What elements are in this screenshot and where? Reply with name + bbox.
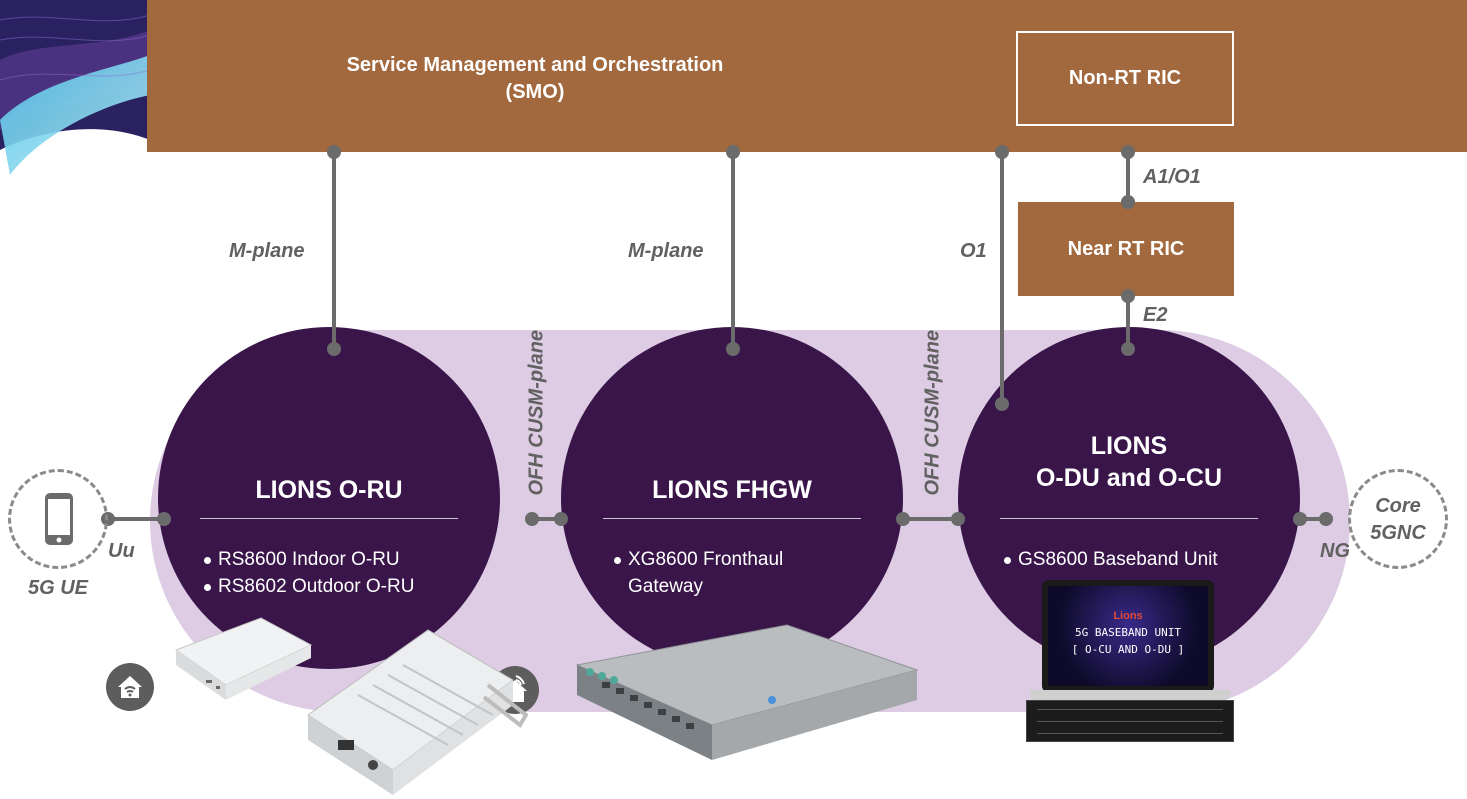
non-rt-ric-label: Non-RT RIC xyxy=(1068,67,1182,89)
oru-title: LIONS O-RU xyxy=(255,476,403,504)
ofh-label-2: OFH CUSM-plane xyxy=(921,329,944,496)
ue-dashed-circle xyxy=(8,469,108,569)
fhgw-divider xyxy=(603,518,861,519)
baseband-laptop: Lions 5G BASEBAND UNIT [ O-CU AND O-DU ] xyxy=(1042,580,1214,692)
odu-title-line2: O-DU and O-CU xyxy=(1035,464,1223,492)
core-label-line2: 5GNC xyxy=(1370,522,1426,544)
smo-title-line2: (SMO) xyxy=(505,81,565,103)
o1-label: O1 xyxy=(960,240,987,262)
e2-label: E2 xyxy=(1143,304,1168,326)
baseband-chassis xyxy=(1026,700,1234,742)
baseband-brand: Lions xyxy=(1113,610,1143,622)
a1-o1-label: A1/O1 xyxy=(1143,166,1201,188)
fhgw-list: XG8600 Fronthaul Gateway xyxy=(614,546,844,600)
phone-icon xyxy=(45,493,73,545)
oru-list: RS8600 Indoor O-RU RS8602 Outdoor O-RU xyxy=(204,546,414,600)
odu-list: GS8600 Baseband Unit xyxy=(1004,546,1218,573)
fhgw-item-1: XG8600 Fronthaul Gateway xyxy=(614,546,844,600)
m-plane-fhgw-label: M-plane xyxy=(628,240,704,262)
baseband-line2: [ O-CU AND O-DU ] xyxy=(1071,643,1185,656)
fronthaul-gateway-device-image xyxy=(575,624,919,760)
odu-divider xyxy=(1000,518,1258,519)
fhgw-circle xyxy=(561,327,903,669)
outdoor-oru-device-image xyxy=(307,629,528,795)
core-label: Core 5GNC xyxy=(1348,493,1448,547)
oru-item-2: RS8602 Outdoor O-RU xyxy=(204,573,414,600)
smo-title-line1: Service Management and Orchestration xyxy=(346,54,724,76)
oru-item-1: RS8600 Indoor O-RU xyxy=(204,546,414,573)
fhgw-title: LIONS FHGW xyxy=(652,476,812,504)
baseband-screen: Lions 5G BASEBAND UNIT [ O-CU AND O-DU ] xyxy=(1048,586,1208,686)
odu-item-1: GS8600 Baseband Unit xyxy=(1004,546,1218,573)
near-rt-ric-box: Near RT RIC xyxy=(1018,202,1234,296)
indoor-oru-device-image xyxy=(174,617,313,700)
core-label-line1: Core xyxy=(1375,495,1421,517)
oru-circle xyxy=(158,327,500,669)
smo-title: Service Management and Orchestration (SM… xyxy=(200,52,870,106)
m-plane-oru-label: M-plane xyxy=(229,240,305,262)
odu-title-line1: LIONS xyxy=(1090,432,1168,460)
baseband-line1: 5G BASEBAND UNIT xyxy=(1075,626,1181,639)
uu-label: Uu xyxy=(108,540,135,562)
ofh-label-1: OFH CUSM-plane xyxy=(525,329,548,496)
baseband-keyboard xyxy=(1030,690,1230,700)
home-wifi-icon xyxy=(106,663,154,711)
non-rt-ric-box: Non-RT RIC xyxy=(1016,31,1234,126)
smo-bar xyxy=(147,0,1467,152)
near-rt-ric-label: Near RT RIC xyxy=(1067,237,1185,260)
odu-title: LIONS O-DU and O-CU xyxy=(1000,430,1258,494)
ng-label: NG xyxy=(1320,540,1350,562)
core-dashed-circle xyxy=(1348,469,1448,569)
oru-divider xyxy=(200,518,458,519)
ue-label: 5G UE xyxy=(28,577,89,599)
